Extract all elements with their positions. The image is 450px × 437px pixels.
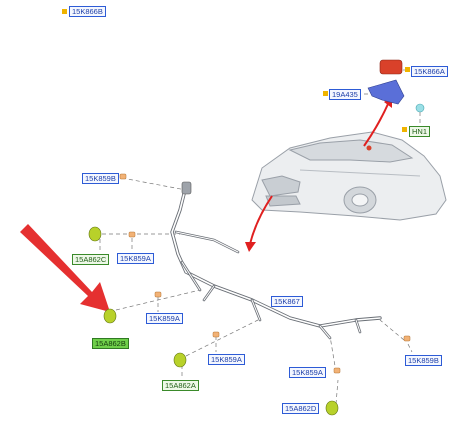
big-red-arrow — [20, 224, 110, 312]
part-label-19A435[interactable]: 19A435 — [329, 89, 361, 100]
part-label-15A862A[interactable]: 15A862A — [162, 380, 199, 391]
part-label-15K859B[interactable]: 15K859B — [82, 173, 119, 184]
tick-marker — [405, 67, 410, 72]
sensor-icon — [173, 352, 187, 368]
sensor-icon — [325, 400, 339, 416]
part-label-15K859A[interactable]: 15K859A — [146, 313, 183, 324]
sensor-icon — [88, 226, 102, 242]
clip-icon — [154, 291, 162, 298]
part-label-15K859A[interactable]: 15K859A — [208, 354, 245, 365]
car-illustration — [251, 131, 447, 221]
tick-marker — [323, 91, 328, 96]
tick-marker — [62, 9, 67, 14]
sensors — [88, 226, 339, 416]
wiring-harness — [170, 181, 382, 340]
part-label-15K859B[interactable]: 15K859B — [405, 355, 442, 366]
clips — [119, 173, 411, 374]
part-label-15A862C[interactable]: 15A862C — [72, 254, 110, 265]
clip-icon — [128, 231, 136, 238]
part-label-15K866A[interactable]: 15K866A — [411, 66, 448, 77]
tick-marker — [402, 127, 407, 132]
clip-icon — [119, 173, 127, 180]
arrow-to-module — [363, 103, 389, 147]
part-label-15A862D[interactable]: 15A862D — [282, 403, 320, 414]
part-label-15K866B[interactable]: 15K866B — [69, 6, 106, 17]
part-label-15K867[interactable]: 15K867 — [271, 296, 303, 307]
sensor-icon — [103, 308, 117, 324]
clip-icon — [403, 335, 411, 342]
part-label-15K859A[interactable]: 15K859A — [289, 367, 326, 378]
pointer-arrows — [249, 103, 389, 245]
part-label-15A862B-highlighted[interactable]: 15A862B — [92, 338, 129, 349]
nut-icon — [415, 103, 425, 113]
part-label-HN1[interactable]: HN1 — [409, 126, 431, 137]
clip-icon — [333, 367, 341, 374]
harness-connector — [181, 181, 192, 195]
bracket-body — [367, 79, 405, 105]
part-label-15K859A[interactable]: 15K859A — [117, 253, 154, 264]
arrowhead-harness — [245, 242, 256, 252]
clip-icon — [212, 331, 220, 338]
arrow-to-harness — [249, 195, 273, 245]
module-body — [379, 59, 403, 75]
leader-lines — [99, 69, 421, 405]
module-assembly — [367, 59, 425, 113]
